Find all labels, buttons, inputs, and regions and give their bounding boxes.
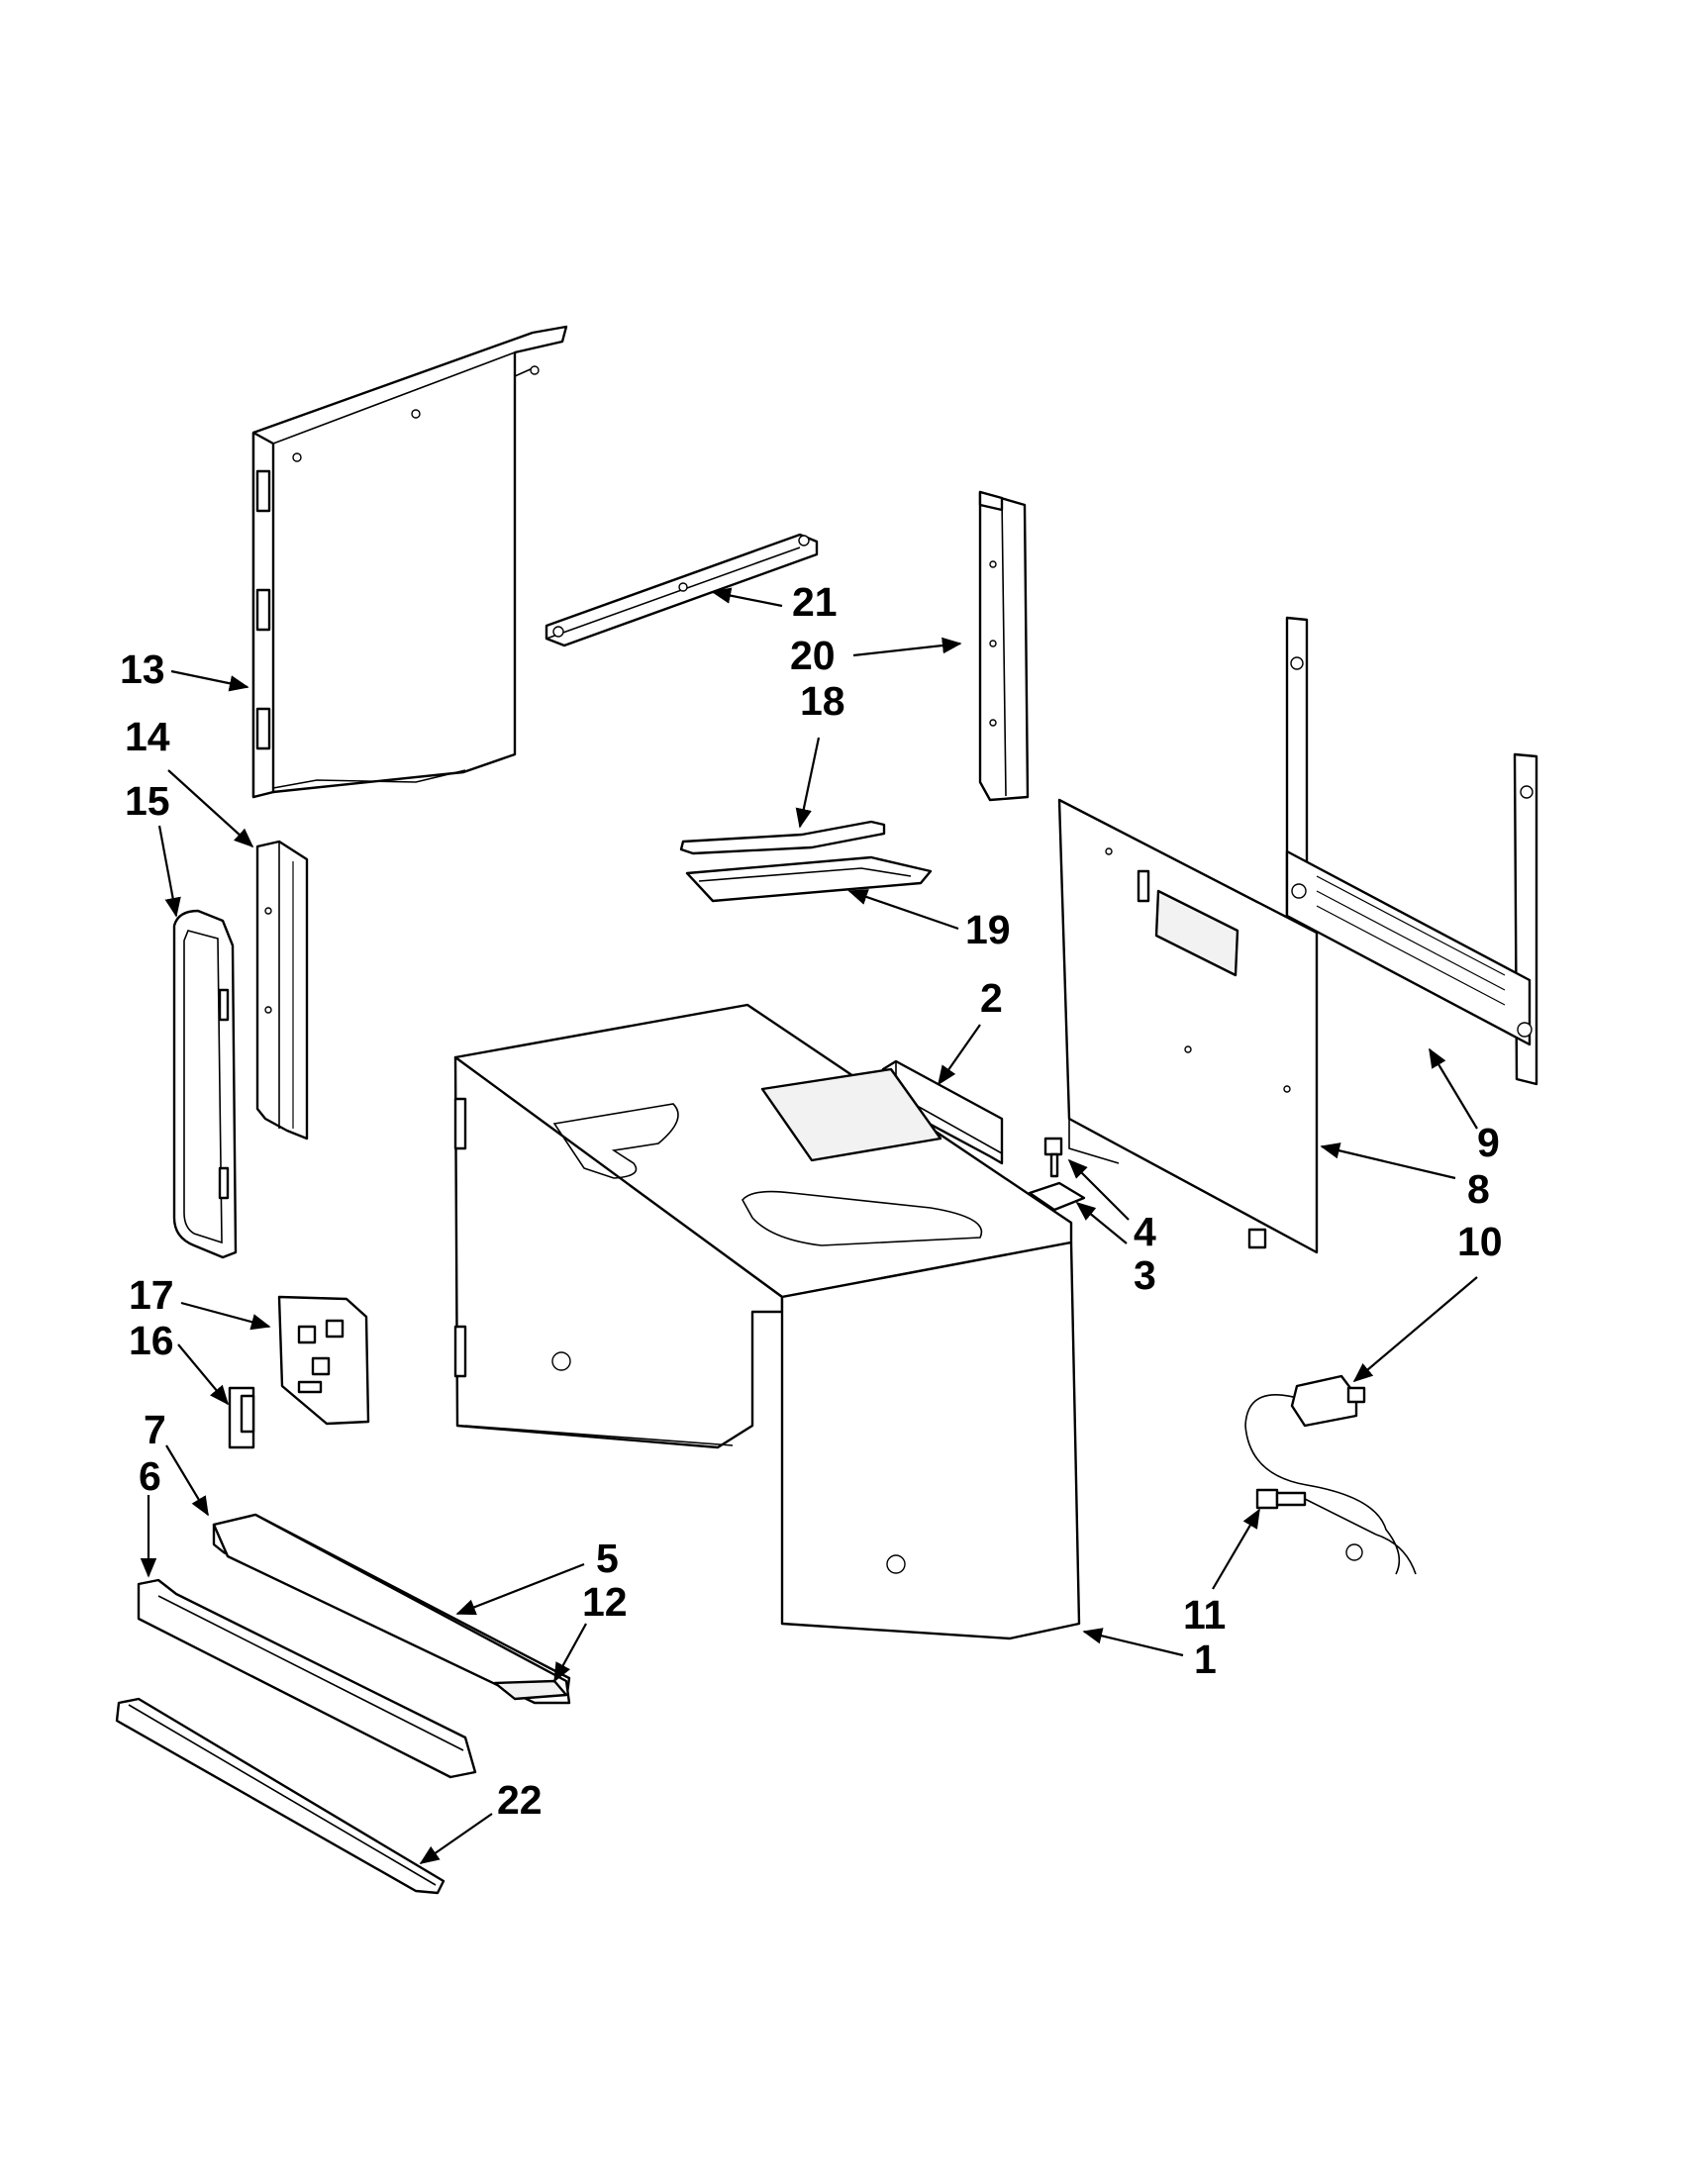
- leader-11: [1212, 1508, 1260, 1590]
- part-21-top-bracket: [545, 533, 819, 647]
- callout-19: 19: [965, 907, 1011, 952]
- callout-7: 7: [144, 1407, 166, 1452]
- callout-17: 17: [129, 1272, 174, 1318]
- callout-20: 20: [790, 633, 836, 678]
- callout-13: 13: [120, 646, 165, 692]
- part-15-side-trim: [172, 909, 238, 1259]
- leader-20: [852, 637, 962, 657]
- leader-14: [167, 769, 254, 848]
- callout-4: 4: [1134, 1209, 1156, 1254]
- leader-2: [938, 1024, 981, 1086]
- part-9-mounting-frame: [1285, 616, 1538, 1086]
- part-19-bracket-plate: [685, 855, 933, 903]
- leader-3: [1075, 1201, 1128, 1244]
- leader-19: [847, 889, 959, 931]
- leader-lines: [140, 587, 1478, 1864]
- callout-5: 5: [596, 1536, 619, 1581]
- leader-16: [177, 1343, 230, 1406]
- part-13-side-panel: [251, 325, 568, 799]
- part-3-plate: [1028, 1181, 1086, 1212]
- callout-2: 2: [980, 975, 1003, 1021]
- callout-14: 14: [125, 714, 170, 759]
- leader-5: [455, 1562, 585, 1616]
- part-8-rear-panel: [1057, 798, 1319, 1254]
- leader-17: [180, 1301, 271, 1331]
- part-10-power-cord: [1244, 1374, 1401, 1575]
- leader-4: [1067, 1158, 1130, 1221]
- callout-1: 1: [1194, 1637, 1217, 1682]
- callout-labels: 13 14 15 21 20 18 19 2 9 8 4 3 10 11 1 1…: [120, 579, 1503, 1823]
- leader-21: [711, 587, 783, 608]
- part-1-cabinet: [453, 1003, 1081, 1640]
- callout-15: 15: [125, 778, 170, 824]
- part-14-side-bracket: [255, 840, 309, 1141]
- part-4-screw: [1043, 1137, 1063, 1178]
- callout-18: 18: [800, 678, 845, 724]
- part-18-strip: [679, 820, 886, 855]
- part-17-control-board: [277, 1295, 370, 1426]
- callout-21: 21: [792, 579, 838, 625]
- leader-9: [1429, 1047, 1478, 1130]
- part-6-front-trim: [137, 1578, 477, 1779]
- callout-10: 10: [1457, 1219, 1503, 1264]
- callout-9: 9: [1477, 1120, 1500, 1165]
- callout-6: 6: [139, 1453, 161, 1499]
- leader-8: [1320, 1142, 1456, 1180]
- leader-18: [795, 737, 821, 829]
- leader-10: [1352, 1276, 1478, 1383]
- leader-7: [165, 1444, 209, 1517]
- leader-1: [1082, 1628, 1184, 1657]
- leader-15: [157, 825, 181, 918]
- callout-3: 3: [1134, 1252, 1156, 1298]
- leader-13: [170, 669, 249, 692]
- part-22-strip: [115, 1697, 446, 1895]
- leader-22: [419, 1813, 493, 1864]
- callout-11: 11: [1183, 1592, 1226, 1638]
- callout-8: 8: [1467, 1166, 1490, 1212]
- part-16-switch: [228, 1386, 255, 1449]
- callout-16: 16: [129, 1318, 174, 1363]
- part-5-vent-grille: [212, 1513, 571, 1705]
- callout-12: 12: [582, 1579, 628, 1625]
- callout-22: 22: [497, 1777, 543, 1823]
- leader-12: [553, 1623, 587, 1683]
- part-20-vertical-bracket: [978, 490, 1030, 802]
- part-11-ground-wire: [1255, 1488, 1417, 1575]
